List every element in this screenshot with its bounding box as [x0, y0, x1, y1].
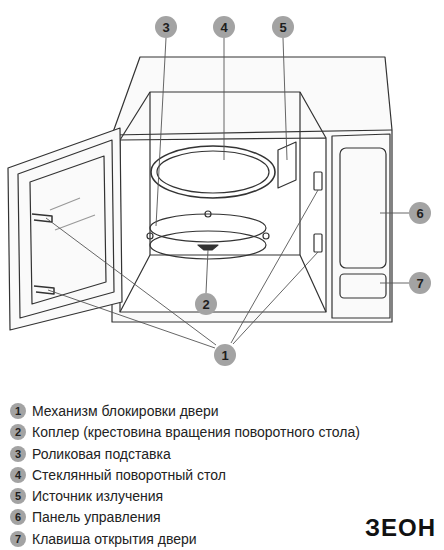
callout-number: 1: [10, 403, 26, 419]
callout-text: 2: [15, 427, 21, 438]
part-description: Источник излучения: [32, 489, 163, 503]
callout-number: 7: [10, 531, 26, 547]
callout-text: 2: [202, 298, 209, 311]
part-description: Коплер (крестовина вращения поворотного …: [32, 425, 360, 439]
callout-text: 3: [162, 21, 169, 34]
callout-number: 3: [10, 446, 26, 462]
callout-text: 6: [15, 512, 21, 523]
callout-number: 4: [213, 16, 235, 38]
callout-text: 6: [416, 207, 423, 220]
callout-text: 4: [15, 470, 21, 481]
callout-text: 4: [220, 21, 227, 34]
callout-number: 2: [10, 424, 26, 440]
callout-number: 5: [10, 488, 26, 504]
callout-number: 3: [155, 16, 177, 38]
callout-text: 7: [416, 277, 423, 290]
callout-number: 2: [195, 293, 217, 315]
part-description: Панель управления: [32, 510, 161, 524]
part-description: Роликовая подставка: [32, 447, 171, 461]
part-description: Механизм блокировки двери: [32, 404, 219, 418]
callout-number: 5: [272, 16, 294, 38]
callout-number: 7: [409, 272, 431, 294]
callout-text: 7: [15, 534, 21, 545]
callout-text: 1: [221, 349, 228, 362]
callout-text: 5: [279, 21, 286, 34]
watermark-logo: ЗЕОН: [365, 516, 436, 540]
callout-number: 1: [214, 344, 236, 366]
callout-number: 4: [10, 467, 26, 483]
callout-number: 6: [409, 202, 431, 224]
callout-text: 5: [15, 491, 21, 502]
part-description: Стеклянный поворотный стол: [32, 468, 226, 482]
callout-number: 6: [10, 509, 26, 525]
callout-text: 3: [15, 449, 21, 460]
part-description: Клавиша открытия двери: [32, 532, 197, 546]
callout-text: 1: [15, 406, 21, 417]
